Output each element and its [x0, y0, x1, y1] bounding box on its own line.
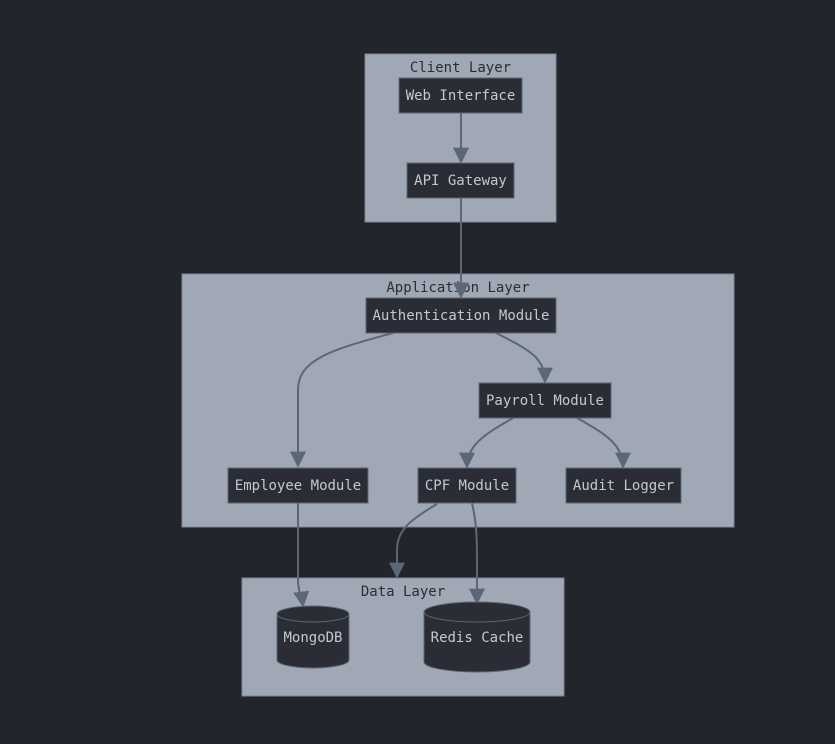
payroll-module-label: Payroll Module: [486, 393, 604, 409]
payroll-module-node: Payroll Module: [478, 382, 612, 419]
mongodb-cylinder-icon: [276, 605, 350, 669]
client-layer-label: Client Layer: [410, 60, 511, 76]
edge-auth-to-payroll: [495, 332, 553, 384]
application-layer-label: Application Layer: [386, 280, 529, 296]
data-layer-label: Data Layer: [361, 584, 445, 600]
employee-module-label: Employee Module: [235, 478, 361, 494]
edge-cpf-to-datalayer: [389, 503, 438, 579]
authentication-module-label: Authentication Module: [372, 308, 549, 324]
edge-payroll-to-cpf: [459, 417, 514, 469]
edge-cpf-to-redis: [469, 502, 485, 605]
web-interface-node: Web Interface: [398, 77, 523, 114]
redis-cylinder-icon: [423, 601, 531, 673]
edges: [290, 113, 631, 608]
audit-logger-label: Audit Logger: [573, 478, 674, 494]
web-interface-label: Web Interface: [406, 88, 516, 104]
edge-auth-to-employee: [290, 332, 394, 468]
redis-cache-label: Redis Cache: [431, 630, 524, 646]
api-gateway-node: API Gateway: [406, 162, 515, 199]
employee-module-node: Employee Module: [227, 467, 369, 504]
cpf-module-label: CPF Module: [425, 478, 509, 494]
edge-payroll-to-audit: [576, 417, 631, 469]
cpf-module-node: CPF Module: [417, 467, 517, 504]
mongodb-node: MongoDB: [276, 605, 350, 669]
api-gateway-label: API Gateway: [414, 173, 507, 189]
audit-logger-node: Audit Logger: [565, 467, 682, 504]
mongodb-label: MongoDB: [283, 630, 342, 646]
redis-cache-node: Redis Cache: [423, 601, 531, 673]
authentication-module-node: Authentication Module: [365, 297, 557, 334]
edge-employee-to-mongodb: [293, 503, 310, 608]
